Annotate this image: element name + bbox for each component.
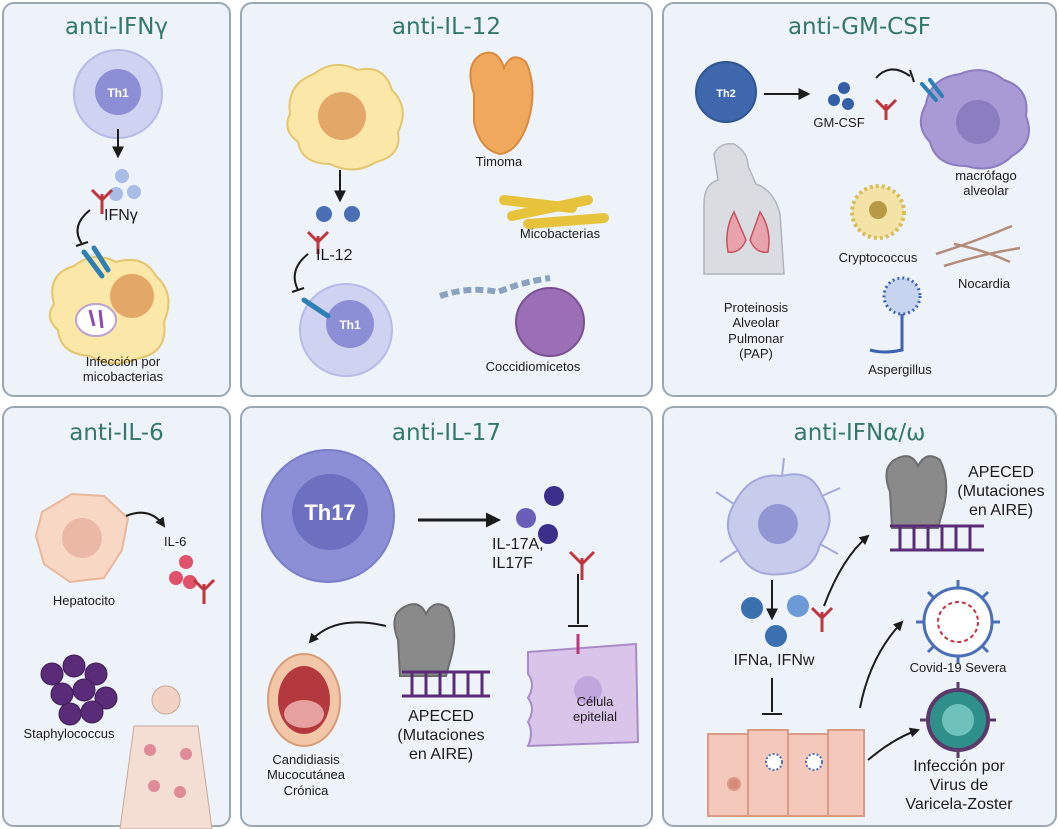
gmcsf-receptor-icon: [920, 78, 944, 102]
ifng-receptor-icon: [81, 245, 111, 279]
nocardia-label: Nocardia: [957, 276, 1011, 291]
epithelium-icon: [707, 729, 865, 817]
ifng-outcome-label: Infección por micobacterias: [82, 354, 164, 385]
staphylococcus-label: Staphylococcus: [23, 726, 115, 741]
panel-title: anti-IFNγ: [64, 14, 169, 40]
mycobacteria-icon: [499, 195, 609, 229]
timoma-label: Timoma: [475, 154, 523, 169]
mouth-icon: [267, 653, 341, 747]
th2-label: Th2: [716, 88, 736, 100]
il17-molecules: [516, 486, 564, 544]
panel-anti-ifng: anti-IFNγ Th1: [2, 2, 231, 397]
gmcsf-illustration: Th2: [695, 61, 1030, 354]
il6-cytokine-label: IL-6: [164, 534, 187, 549]
panel-anti-gmcsf: anti-GM-CSF Th2: [662, 2, 1057, 397]
coccidioides-icon: [439, 275, 585, 357]
inhibition-curve: [76, 209, 91, 245]
plasmacytoid-cell: [715, 457, 841, 576]
panel-title: anti-IL-6: [69, 420, 164, 446]
dendritic-cell: [286, 63, 404, 171]
il17-illustration: Th17: [261, 449, 640, 748]
th2-cell: Th2: [695, 61, 757, 123]
panel-anti-il12: anti-IL-12 Th1: [240, 2, 653, 397]
th1-cell: Th1: [73, 49, 163, 139]
celula-epitelial-label: Célula epitelial: [572, 694, 618, 725]
antibody-icon: [192, 578, 216, 604]
antibody-icon: [874, 98, 898, 120]
thymus-gray-icon: [393, 603, 456, 677]
nocardia-icon: [935, 224, 1021, 268]
macrofago-label: macrófago alveolar: [955, 168, 1017, 199]
cryptococcus-label: Cryptococcus: [838, 250, 918, 265]
micobacterias-label: Micobacterias: [519, 226, 601, 241]
antibody-icon: [568, 550, 596, 580]
thymus-icon: [469, 51, 534, 156]
patient-body-icon: [119, 685, 213, 829]
aspergillus-icon: [869, 276, 922, 354]
hepatocito-label: Hepatocito: [52, 593, 116, 608]
coccidiomicetos-label: Coccidiomicetos: [485, 359, 581, 374]
candidiasis-label: Candidiasis Mucocutánea Crónica: [266, 752, 346, 798]
dna-icon: [890, 524, 984, 552]
alveolar-macrophage: [919, 69, 1030, 170]
antibody-icon: [90, 188, 114, 214]
panel-title: anti-GM-CSF: [787, 14, 932, 40]
panel-title: anti-IL-12: [391, 14, 502, 40]
thymus-gray-icon: [885, 455, 948, 529]
pap-label: Proteinosis Alveolar Pulmonar (PAP): [723, 300, 789, 361]
antibody-icon: [810, 606, 834, 632]
th1-label: Th1: [107, 86, 129, 100]
vzv-label: Infección por Virus de Varicela-Zoster: [905, 758, 1013, 813]
staphylococcus-icon: [40, 654, 118, 726]
il6-illustration: [34, 492, 216, 829]
il12-receptor-icon: [301, 297, 331, 319]
panel-anti-il17: anti-IL-17 Th17: [240, 406, 653, 827]
ifng-illustration: Th1: [48, 49, 170, 365]
ifna-cytokine-label: IFNa, IFNw: [733, 652, 815, 669]
patient-lungs-icon: [703, 142, 785, 275]
panel-title: anti-IL-17: [391, 420, 502, 446]
hepatocyte: [34, 492, 130, 584]
ifna-molecules: [741, 595, 809, 647]
il12-molecules: [316, 206, 360, 222]
antibody-icon: [306, 230, 330, 254]
cryptococcus-icon: [850, 184, 906, 240]
covid-virus-icon: [916, 580, 1000, 664]
ifng-molecules: [109, 169, 141, 201]
th17-cell: Th17: [261, 449, 395, 583]
gmcsf-cytokine-label: GM-CSF: [813, 115, 865, 130]
panel-anti-il6: anti-IL-6 IL-6 Hepatocito Staphylococcus: [2, 406, 231, 829]
infected-macrophage: [48, 255, 170, 365]
gmcsf-molecules: [828, 82, 854, 110]
dna-icon: [402, 670, 490, 698]
panel-title: anti-IFNα/ω: [793, 420, 926, 446]
apeced-label: APECED (Mutaciones en AIRE): [397, 708, 485, 763]
th1-cell: Th1: [299, 283, 393, 377]
il12-cytokine-label: IL-12: [316, 247, 353, 264]
apeced-label: APECED (Mutaciones en AIRE): [957, 464, 1045, 519]
panel-anti-ifna: anti-IFNα/ω: [662, 406, 1057, 827]
ifna-illustration: [707, 455, 1000, 817]
th1-label: Th1: [339, 318, 361, 332]
epithelial-cell: [526, 634, 640, 748]
th17-label: Th17: [304, 500, 355, 525]
il12-illustration: Th1: [286, 51, 609, 377]
vzv-virus-icon: [920, 682, 996, 758]
il6-molecules: [169, 555, 197, 589]
covid-label: Covid-19 Severa: [909, 660, 1007, 675]
aspergillus-label: Aspergillus: [868, 362, 932, 377]
ifng-cytokine-label: IFNγ: [104, 207, 138, 224]
il17-cytokine-label: IL-17A, IL17F: [492, 536, 544, 572]
